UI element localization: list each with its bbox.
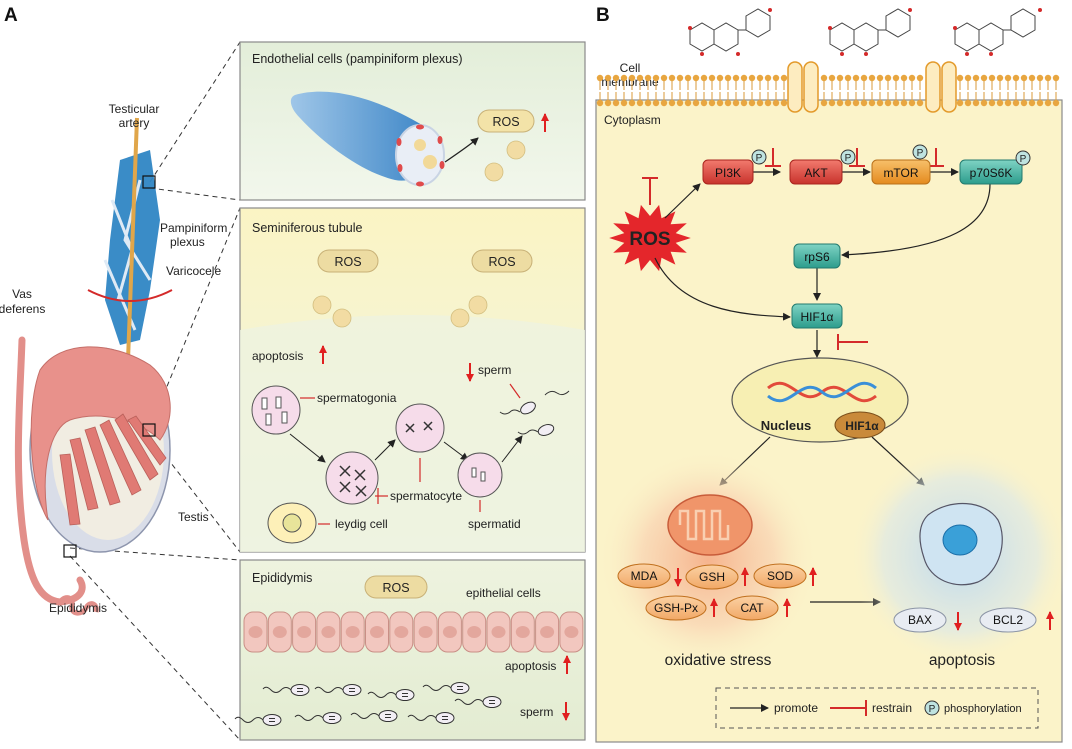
flavonoid-oxygen-marks [688,8,1042,56]
varicocele-marker [87,289,173,302]
epididymis-box: Epididymis ROS epithelial cells apoptosi… [234,559,586,741]
legend-phosphorylation: phosphorylation [944,703,1022,715]
tubule-sperm: sperm [478,363,511,377]
sperm-cell [367,689,415,701]
akt-node [789,159,843,185]
oxidative-markers [617,563,807,621]
vas-deferens-label-2: deferens [0,302,45,316]
sperm-cell [262,684,310,696]
marker-endothelial [142,175,156,189]
tubule-apoptosis: apoptosis [252,349,303,363]
leydig-label: leydig cell [335,517,388,531]
epididymis-ros: ROS [382,581,409,595]
mda-label: MDA [631,569,658,583]
sperm-cell [314,684,362,696]
legend: promote restrain P phosphorylation [715,687,1039,729]
testis-label: Testis [178,510,209,524]
epididymis-title: Epididymis [252,571,312,585]
cat-label: CAT [740,601,764,615]
mtor-node [871,159,931,185]
pi3k-node [702,159,754,185]
oxidative-glow [598,450,818,670]
gshpx-label: GSH-Px [654,601,698,615]
endothelial-title: Endothelial cells (pampiniform plexus) [252,52,463,66]
tubule-box: Seminiferous tubule ROS ROS apoptosis sp… [239,207,586,553]
dna-helix [767,381,877,403]
tubule-title: Seminiferous tubule [252,221,363,235]
testis-drawing [29,346,171,553]
sperm-cell [294,712,342,724]
sperm-cell [407,712,455,724]
bcl2-label: BCL2 [993,613,1023,627]
epididymis-sperm: sperm [520,705,553,719]
hif1a-nuclear-label: HIF1α [845,419,879,433]
sperm-cell [234,714,282,726]
bcl2-node [979,607,1037,633]
ros-burst [609,204,691,272]
tubule-ros-right: ROS [488,255,515,269]
rps6-label: rpS6 [804,250,830,264]
bax-node [893,607,947,633]
cell-membrane-label-1: Cell [620,61,641,75]
marker-epididymis [63,544,77,558]
testicular-artery-label-1: Testicular [109,102,160,116]
spermatogonia-label: spermatogonia [317,391,397,405]
gsh-label: GSH [699,570,725,584]
panel-a-label: A [4,5,18,26]
akt-label: AKT [804,166,828,180]
p-badge-pi3k: P [756,153,763,164]
p-badge-mtor: P [917,148,924,159]
apoptosis-label: apoptosis [929,652,996,669]
spermatid-label: spermatid [468,517,521,531]
rps6-node [793,243,841,269]
p-badge-p70s6k: P [1020,154,1027,165]
pampiniform-label-1: Pampiniform [160,221,227,235]
marker-tubule [142,423,156,437]
epithelial-label: epithelial cells [466,586,541,600]
epididymis-sperm-cells [234,682,502,726]
sperm-cell [454,696,502,708]
testicular-artery [126,117,139,361]
p70s6k-node [959,159,1023,185]
vas-deferens [14,336,86,606]
hif1a-node [791,303,843,329]
pi3k-label: PI3K [715,166,741,180]
epithelial-cells [243,611,584,653]
pampiniform-label-2: plexus [170,235,205,249]
epididymis-apoptosis: apoptosis [505,659,556,673]
tubule-ros-left: ROS [334,255,361,269]
varicocele-label: Varicocele [166,264,221,278]
bax-label: BAX [908,613,932,627]
epididymis-label: Epididymis [49,601,107,615]
hif1a-label: HIF1α [801,310,834,324]
mtor-label: mTOR [883,166,918,180]
spermatocyte-label: spermatocyte [390,489,462,503]
p-badge-akt: P [845,153,852,164]
flavonoid-structures [689,8,1036,52]
endothelial-box: Endothelial cells (pampiniform plexus) R… [239,41,586,201]
testicular-artery-label-2: artery [119,116,150,130]
oxidative-stress-label: oxidative stress [665,652,772,669]
membrane-channels [787,61,957,113]
legend-restrain: restrain [872,701,912,715]
legend-p: P [929,704,936,715]
panel-b-label: B [596,5,610,26]
vas-deferens-label-1: Vas [12,287,32,301]
sod-label: SOD [767,569,793,583]
nucleus-label: Nucleus [761,418,812,433]
sperm-cell [350,710,398,722]
ros-label: ROS [629,229,670,250]
p70s6k-label: p70S6K [970,166,1013,180]
sperm-cell [422,682,470,694]
cytoplasm-label: Cytoplasm [604,113,661,127]
legend-promote: promote [774,701,818,715]
hif1a-nuclear-blob [834,411,886,439]
apoptotic-nucleus [942,524,978,556]
endothelial-ros: ROS [492,115,519,129]
cell-membrane [596,74,1060,107]
